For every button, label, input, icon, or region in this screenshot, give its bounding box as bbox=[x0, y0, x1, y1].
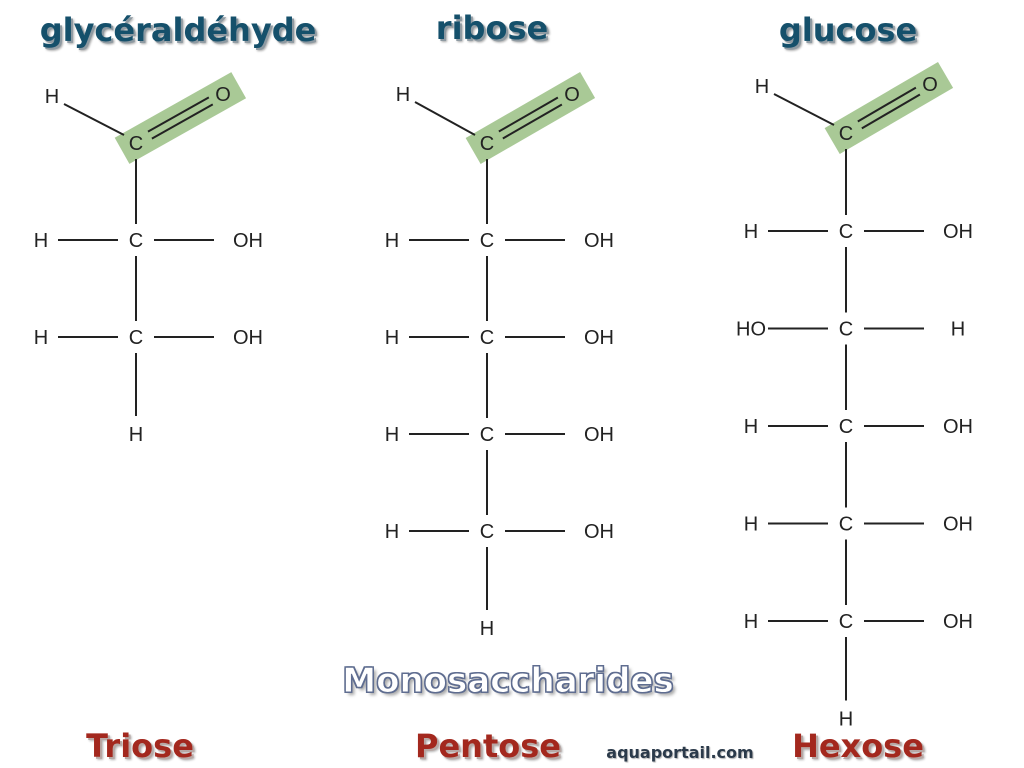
atom-right: OH bbox=[584, 521, 614, 543]
atom-center-c: C bbox=[839, 416, 853, 438]
bond-carbonyl-1 bbox=[151, 103, 214, 140]
bond-aldehyde-h bbox=[63, 103, 125, 136]
atom-aldehyde-o: O bbox=[922, 74, 938, 96]
bond-aldehyde-h bbox=[414, 101, 476, 136]
bond-aldehyde-h bbox=[773, 93, 835, 126]
category-label-triose: Triose bbox=[86, 727, 194, 765]
atom-right: OH bbox=[943, 221, 973, 243]
atom-left: H bbox=[385, 327, 399, 349]
atom-bottom-h: H bbox=[480, 618, 494, 640]
bond-carbonyl-2 bbox=[857, 86, 917, 123]
atom-aldehyde-c: C bbox=[839, 123, 853, 145]
atom-center-c: C bbox=[839, 319, 853, 341]
bond-carbonyl-1 bbox=[861, 93, 921, 130]
atom-right: OH bbox=[584, 327, 614, 349]
atom-right: OH bbox=[233, 327, 263, 349]
atom-aldehyde-h: H bbox=[396, 84, 410, 106]
atom-center-c: C bbox=[839, 611, 853, 633]
atom-aldehyde-o: O bbox=[215, 84, 231, 106]
atom-left: H bbox=[385, 424, 399, 446]
atom-left: H bbox=[385, 230, 399, 252]
atom-center-c: C bbox=[839, 221, 853, 243]
atom-bottom-h: H bbox=[839, 709, 853, 731]
bond-carbonyl-2 bbox=[147, 96, 210, 133]
atom-center-c: C bbox=[480, 521, 494, 543]
bond-carbonyl-2 bbox=[498, 96, 559, 133]
carbonyl-highlight bbox=[824, 61, 954, 155]
atom-right: OH bbox=[584, 230, 614, 252]
carbonyl-highlight bbox=[465, 72, 596, 164]
bond-carbonyl-1 bbox=[502, 103, 563, 140]
atom-center-c: C bbox=[480, 327, 494, 349]
category-label-hexose: Hexose bbox=[792, 727, 924, 765]
molecule-title-glucose: glucose bbox=[778, 11, 918, 49]
atom-right: OH bbox=[233, 230, 263, 252]
atom-aldehyde-o: O bbox=[564, 84, 580, 106]
atom-aldehyde-c: C bbox=[480, 133, 494, 155]
atom-aldehyde-h: H bbox=[45, 86, 59, 108]
atom-right: H bbox=[951, 319, 965, 341]
atom-center-c: C bbox=[839, 514, 853, 536]
molecule-title-glyceraldehyde: glycéraldéhyde bbox=[39, 11, 317, 49]
atom-left: HO bbox=[736, 319, 766, 341]
atom-bottom-h: H bbox=[129, 424, 143, 446]
category-label-pentose: Pentose bbox=[415, 727, 561, 765]
atom-left: H bbox=[744, 611, 758, 633]
carbonyl-highlight bbox=[114, 72, 247, 164]
atom-aldehyde-h: H bbox=[755, 76, 769, 98]
atom-center-c: C bbox=[480, 230, 494, 252]
diagram-subtitle: Monosaccharides bbox=[342, 661, 674, 701]
atom-right: OH bbox=[584, 424, 614, 446]
atom-center-c: C bbox=[129, 230, 143, 252]
atom-left: H bbox=[385, 521, 399, 543]
atom-left: H bbox=[34, 230, 48, 252]
atom-right: OH bbox=[943, 416, 973, 438]
atom-left: H bbox=[744, 416, 758, 438]
atom-left: H bbox=[744, 514, 758, 536]
atom-center-c: C bbox=[480, 424, 494, 446]
watermark: aquaportail.com bbox=[606, 743, 754, 762]
atom-left: H bbox=[744, 221, 758, 243]
atom-center-c: C bbox=[129, 327, 143, 349]
atom-aldehyde-c: C bbox=[129, 133, 143, 155]
molecule-title-ribose: ribose bbox=[435, 9, 549, 47]
atom-right: OH bbox=[943, 611, 973, 633]
atom-right: OH bbox=[943, 514, 973, 536]
atom-left: H bbox=[34, 327, 48, 349]
